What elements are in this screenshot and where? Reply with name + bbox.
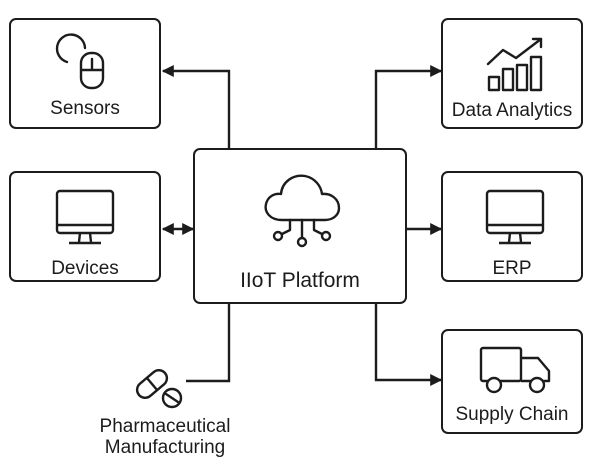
iiot-platform-node[interactable]: IIoT Platform (193, 148, 407, 304)
erp-node[interactable]: ERP (441, 171, 583, 282)
supply-chain-label: Supply Chain (455, 404, 569, 425)
devices-label: Devices (51, 258, 119, 279)
sensors-node[interactable]: Sensors (9, 18, 161, 129)
monitor-icon (55, 189, 115, 245)
data-analytics-label: Data Analytics (451, 100, 573, 121)
supply-chain-node[interactable]: Supply Chain (441, 329, 583, 434)
cloud-network-icon (264, 174, 341, 248)
sensors-label: Sensors (50, 98, 120, 119)
iiot-platform-label: IIoT Platform (240, 269, 360, 292)
pharma-label: Pharmaceutical Manufacturing (79, 416, 251, 458)
bar-chart-icon (486, 37, 543, 92)
devices-node[interactable]: Devices (9, 171, 161, 282)
pharma-label-line1: Pharmaceutical (99, 416, 231, 437)
pills-icon (135, 369, 183, 409)
connector-supply-chain (374, 304, 443, 386)
data-analytics-node[interactable]: Data Analytics (441, 18, 583, 129)
sensor-icon (55, 33, 105, 90)
connector-data-analytics (374, 65, 443, 148)
monitor-icon (485, 189, 545, 245)
erp-label: ERP (492, 258, 532, 279)
connector-sensors (161, 65, 231, 148)
pharma-label-line2: Manufacturing (104, 437, 226, 458)
connector-pharma (186, 304, 231, 383)
truck-icon (479, 346, 551, 394)
